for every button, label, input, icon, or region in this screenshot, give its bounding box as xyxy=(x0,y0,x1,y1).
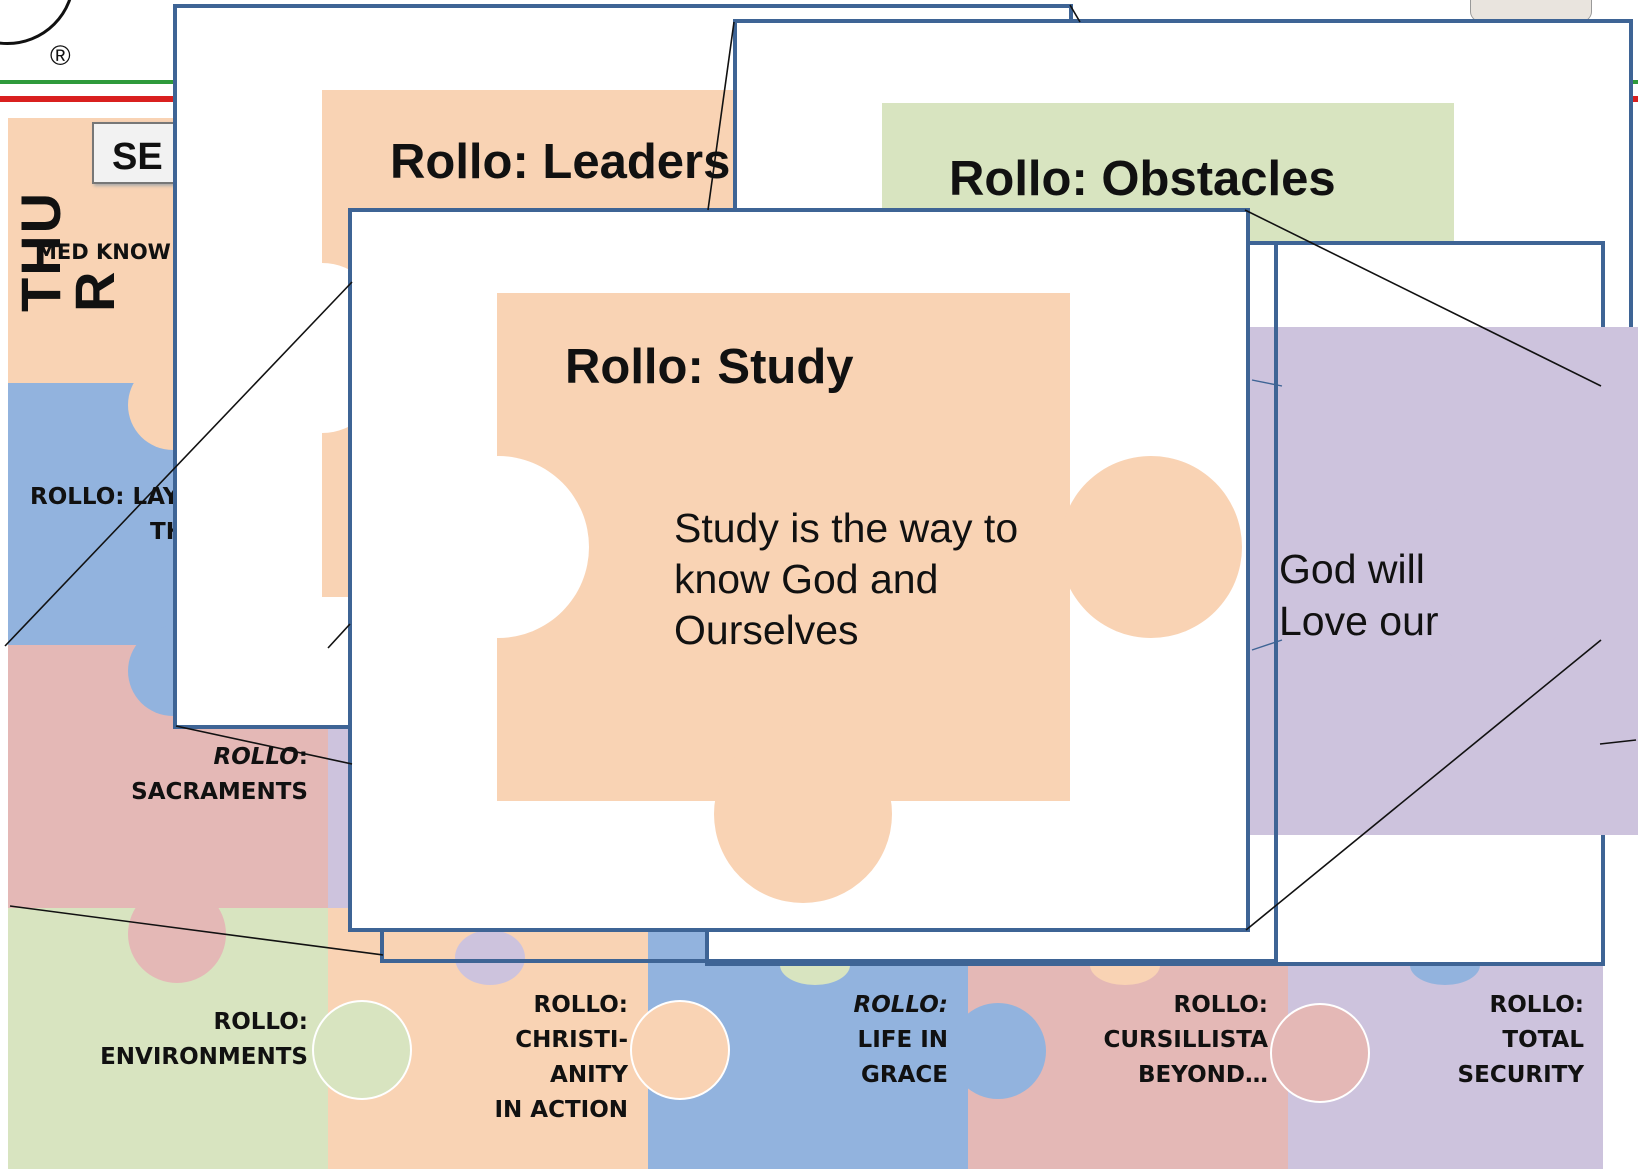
slide-obstacles-title: Rollo: Obstacles xyxy=(949,152,1336,206)
puzzle-knob xyxy=(630,1000,730,1100)
puzzle-knob xyxy=(128,885,226,983)
logo-fragment xyxy=(0,0,75,45)
slide-study[interactable]: Rollo: Study Study is the way to know Go… xyxy=(348,208,1250,932)
puzzle-label-cursillista: ROLLO: CURSILLISTA BEYOND… xyxy=(1103,992,1268,1088)
puzzle-label-sacraments: ROLLO: SACRAMENTS xyxy=(131,744,308,805)
puzzle-knob xyxy=(312,1000,412,1100)
puzzle-label-total-security: ROLLO: TOTAL SECURITY xyxy=(1457,992,1584,1088)
row1-partial-text: MED KNOW xyxy=(36,240,171,264)
slide-piety-body: God will Love our xyxy=(1279,546,1439,644)
slide-study-body: Study is the way to know God and Ourselv… xyxy=(674,505,1019,653)
slide-study-tab-bottom xyxy=(714,725,892,903)
slide-study-tab-right xyxy=(1060,456,1242,638)
puzzle-knob xyxy=(455,930,525,985)
slide-study-hole-left xyxy=(407,456,589,638)
slide-study-title: Rollo: Study xyxy=(565,340,854,394)
slide-piety-tab xyxy=(1404,490,1579,665)
registered-mark: ® xyxy=(50,40,71,71)
puzzle-knob xyxy=(950,1003,1046,1099)
puzzle-knob xyxy=(1270,1003,1370,1103)
slide-study-fill xyxy=(497,293,1070,801)
puzzle-label-environments: ROLLO: ENVIRONMENTS xyxy=(100,1009,308,1070)
puzzle-label-laity: ROLLO: LAY TH xyxy=(30,484,185,545)
session-button-label: SE xyxy=(112,136,163,178)
puzzle-label-life-in-grace: ROLLO: LIFE IN GRACE xyxy=(853,992,948,1088)
slide-leaders-title: Rollo: Leaders xyxy=(390,135,731,189)
puzzle-label-christianity: ROLLO: CHRISTI- ANITY IN ACTION xyxy=(494,992,628,1123)
